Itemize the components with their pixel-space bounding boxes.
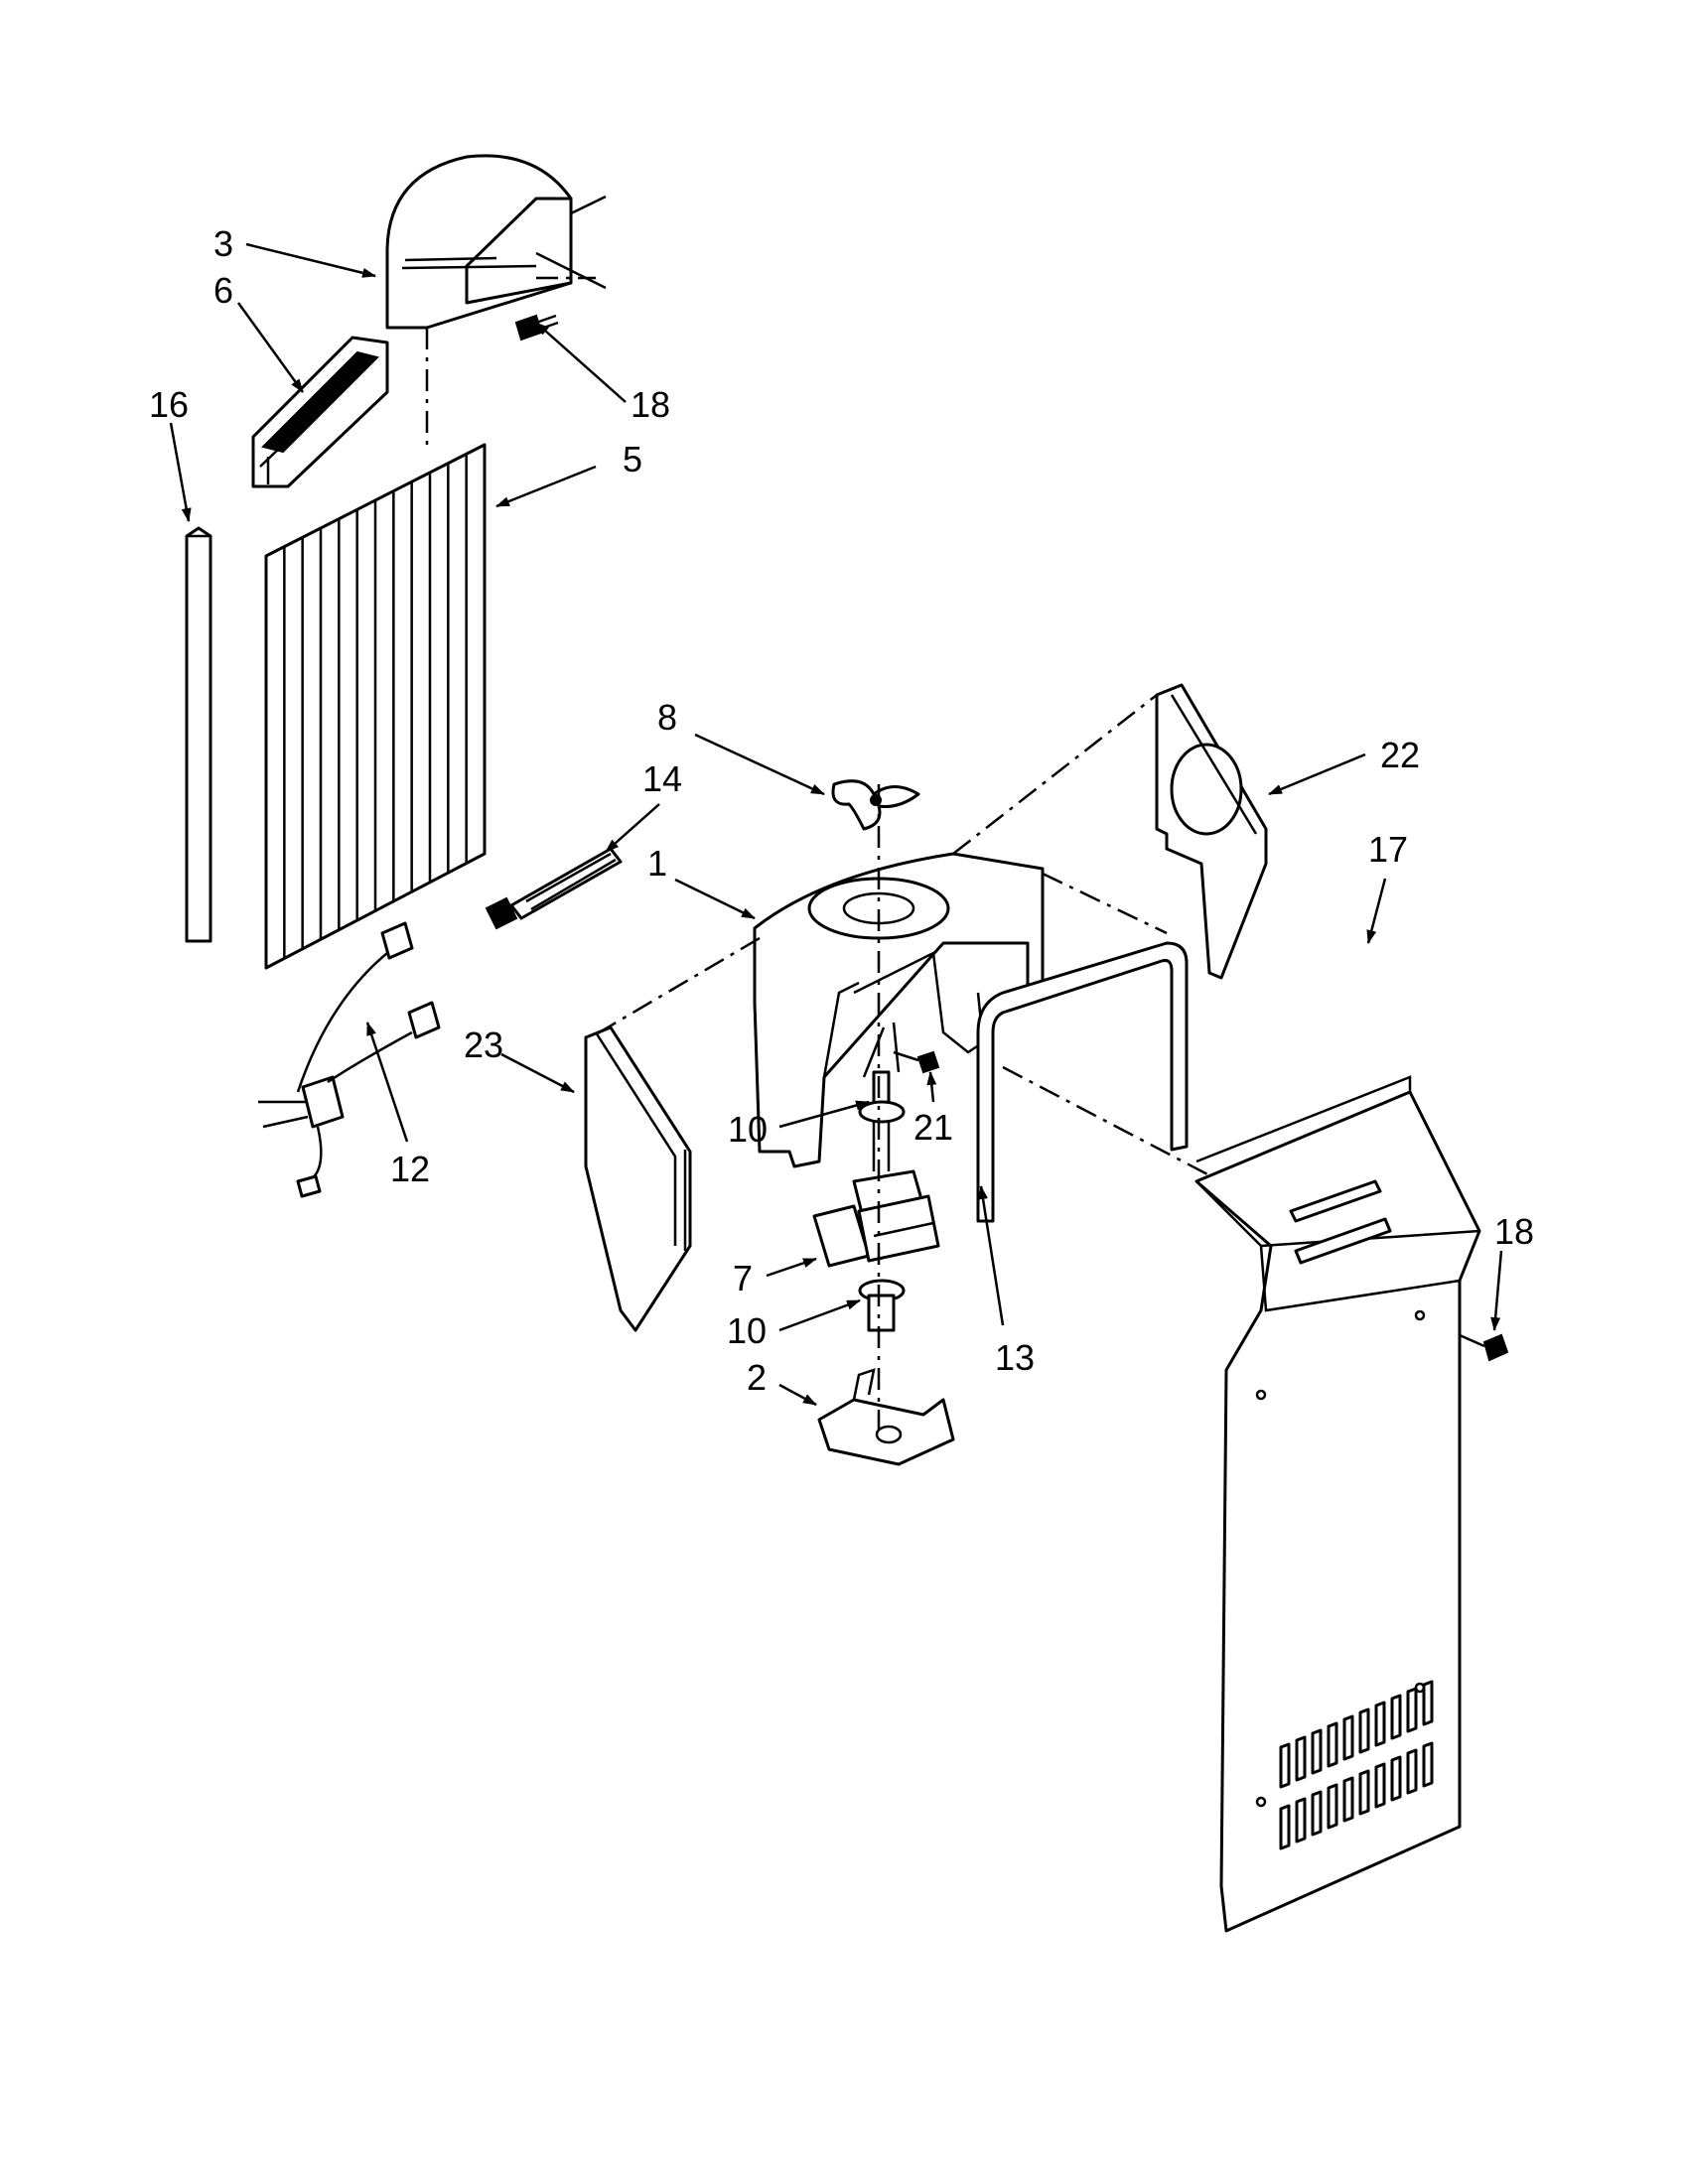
part-12-wire-harness [258, 921, 441, 1198]
vent-slot [1422, 1680, 1434, 1726]
callout-labels: 3 6 18 5 16 8 14 1 22 17 23 12 10 21 7 1… [149, 223, 1534, 1398]
callout-2: 2 [747, 1357, 767, 1398]
vent-slot [1406, 1687, 1418, 1733]
vent-slot [1422, 1741, 1434, 1788]
part-13-u-channel [976, 941, 1189, 1223]
vent-slot [1311, 1790, 1323, 1837]
part-8-fan-blade [831, 779, 920, 831]
callout-6: 6 [213, 270, 233, 311]
callout-14: 14 [642, 758, 682, 799]
vent-slot [1358, 1707, 1370, 1754]
part-5-evaporator [264, 443, 487, 970]
part-22-side-bracket [1155, 683, 1268, 980]
callout-12: 12 [390, 1149, 430, 1189]
vent-slot [1374, 1762, 1386, 1809]
vent-slot [1374, 1701, 1386, 1747]
callout-8: 8 [657, 697, 677, 738]
vent-slot [1327, 1783, 1338, 1830]
part-17-rear-cover [1194, 1075, 1481, 1933]
callout-5: 5 [623, 439, 642, 479]
vent-slot [1342, 1776, 1354, 1823]
part-3-duct-cover [385, 154, 607, 330]
vent-slot [1390, 1694, 1402, 1740]
callout-10-upper: 10 [728, 1109, 768, 1150]
vent-slot [1406, 1748, 1418, 1795]
vent-slot [1295, 1735, 1307, 1782]
vent-slot [1390, 1755, 1402, 1802]
part-1-fan-shroud [753, 852, 1045, 1168]
vent-slot [1295, 1797, 1307, 1843]
vent-slot [1327, 1721, 1338, 1768]
callout-23: 23 [464, 1024, 503, 1065]
vent-slot [1311, 1728, 1323, 1775]
vent-slot [1279, 1804, 1291, 1850]
part-16-strip [185, 526, 212, 943]
vent-slot [1279, 1742, 1291, 1789]
part-6-bracket [251, 336, 389, 488]
callout-17: 17 [1368, 829, 1408, 870]
part-10-grommet-lower [858, 1279, 906, 1332]
part-10-grommet-upper [858, 1070, 906, 1124]
vent-slot [1358, 1769, 1370, 1816]
callout-1: 1 [647, 843, 667, 884]
callout-13: 13 [995, 1337, 1035, 1378]
part-2-motor-bracket [817, 1368, 955, 1466]
callout-21: 21 [913, 1107, 953, 1148]
callout-22: 22 [1380, 735, 1420, 775]
callout-16: 16 [149, 384, 189, 425]
alignment-lines [425, 276, 1212, 1430]
callout-10-lower: 10 [727, 1310, 767, 1351]
callout-3: 3 [213, 223, 233, 264]
callout-leaders [169, 242, 1503, 1407]
part-23-side-panel [584, 1025, 692, 1332]
part-14-tie-strap [485, 847, 623, 930]
vent-slot [1342, 1714, 1354, 1761]
callout-7: 7 [733, 1258, 753, 1298]
part-18-screw-right [1459, 1333, 1509, 1362]
callout-18-right: 18 [1494, 1211, 1534, 1252]
part-21-screw [893, 1050, 940, 1074]
callout-18-top: 18 [631, 384, 670, 425]
